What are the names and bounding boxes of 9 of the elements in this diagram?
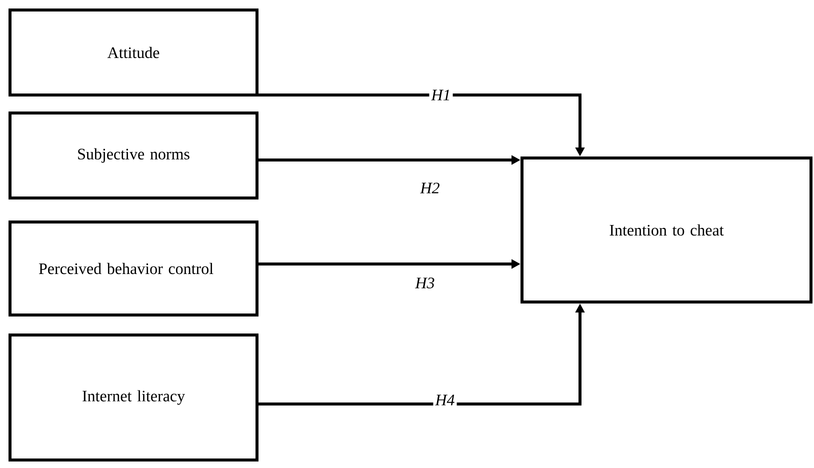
- process-box: Perceived behavior control: [8, 220, 258, 316]
- edge-label: H1: [429, 88, 453, 102]
- process-box: Subjective norms: [8, 112, 258, 200]
- process-box: Intention to cheat: [520, 156, 812, 304]
- edge-label: H2: [418, 180, 442, 196]
- process-box: Internet literacy: [8, 334, 258, 462]
- edge-label: H4: [433, 392, 457, 408]
- edge-label: H3: [413, 276, 437, 290]
- process-box: Attitude: [8, 8, 258, 96]
